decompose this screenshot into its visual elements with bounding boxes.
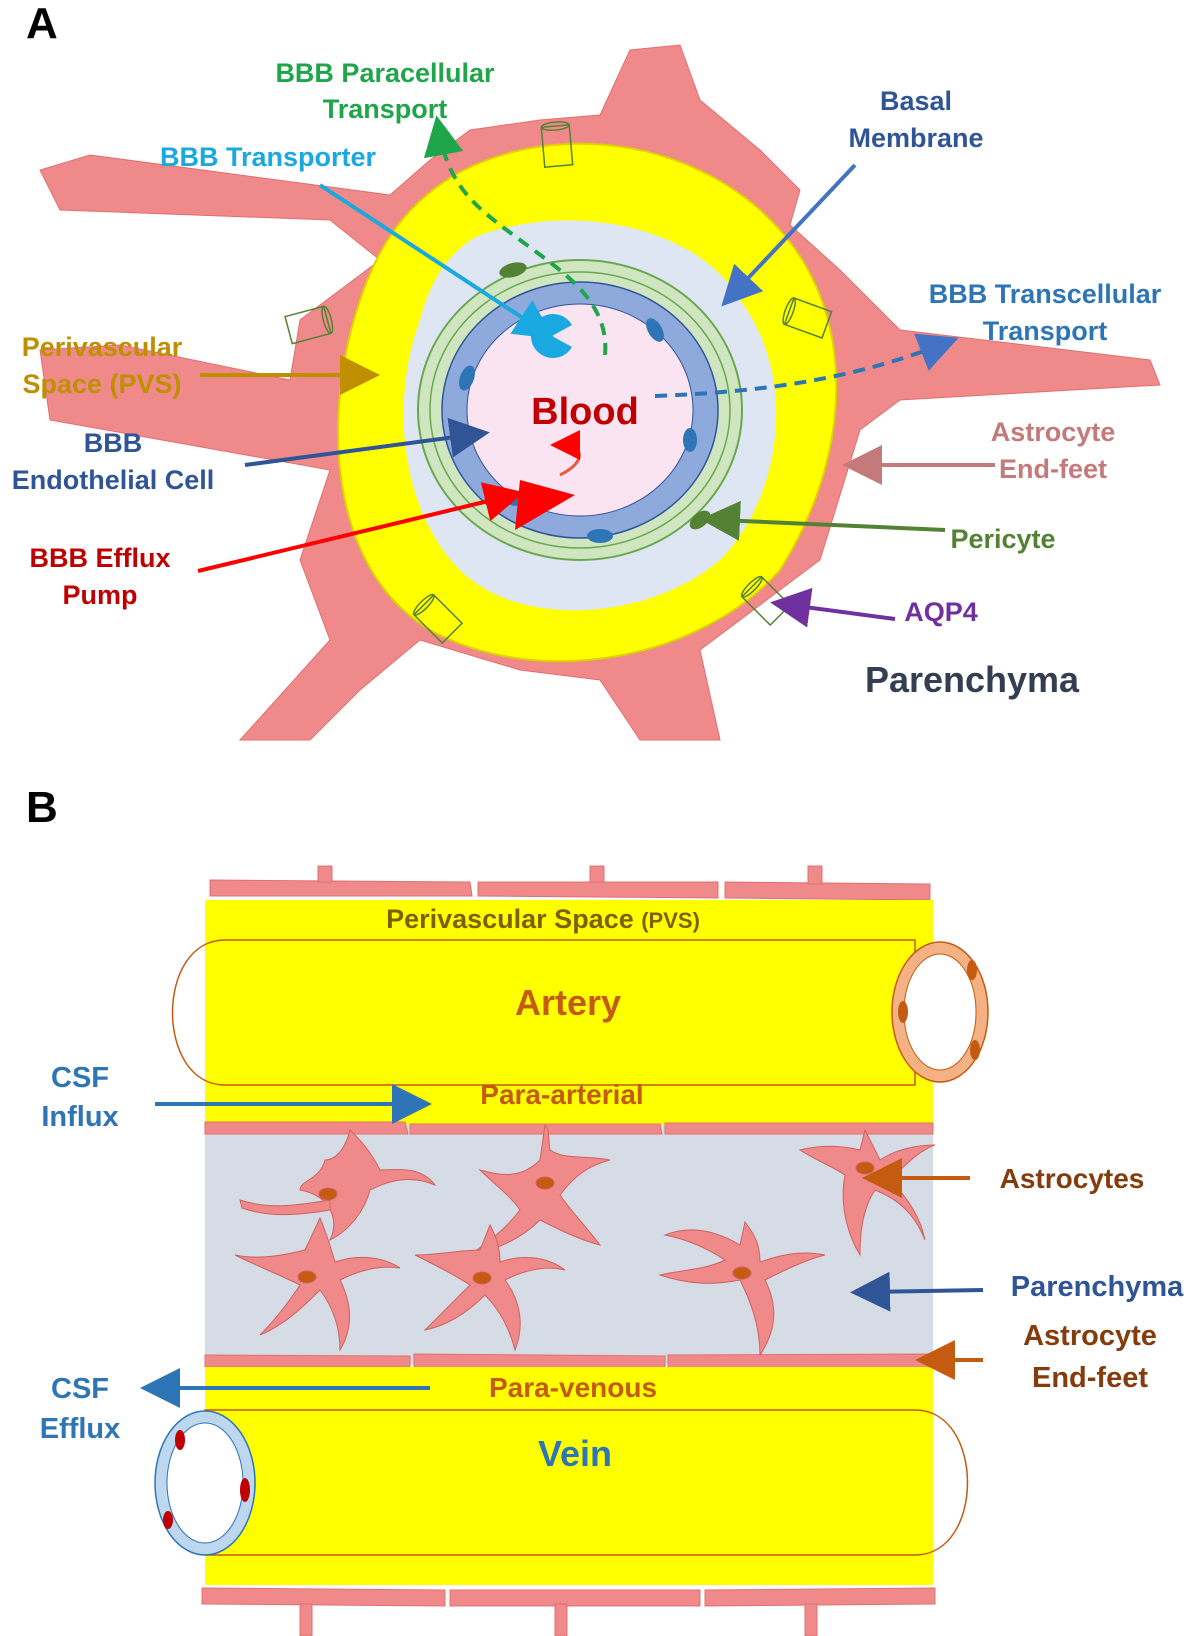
label-pvs-b: Perivascular Space (PVS) [386,904,700,934]
label-aqp4: AQP4 [904,597,978,627]
label-artery: Artery [515,982,621,1023]
panel-a: A [12,0,1162,741]
efflux-pump-cone-icon [515,480,575,530]
blood-lumen [466,303,694,517]
pvs-lower-band [205,1367,933,1585]
pvs-upper-band [205,900,933,1125]
label-astrocytes: Astrocytes [1000,1163,1145,1194]
label-transcellular-1: BBB Transcellular [929,279,1162,309]
label-pericyte: Pericyte [950,524,1055,554]
endothelial-arrow [244,417,490,467]
label-basal-2: Membrane [848,123,983,153]
label-csf-influx-1: CSF [51,1062,109,1094]
astrocyte-cell [234,1216,401,1352]
efflux-curl-arrow [550,430,581,477]
astrocyte-cell [414,1223,566,1352]
label-csf-efflux-2: Efflux [40,1413,121,1445]
aqp4-channel-icon [782,297,833,339]
pericyte-arrow [700,500,946,541]
label-astro-endfeet-2-b: End-feet [1032,1362,1148,1394]
label-pvs-2: Space (PVS) [22,369,181,399]
transcellular-arrow [654,333,959,398]
artery-cross-section [891,941,989,1083]
label-paracellular-1: BBB Paracellular [275,58,495,88]
label-parenchyma-a: Parenchyma [865,659,1080,700]
label-csf-efflux-1: CSF [51,1373,109,1405]
astrocyte-cell [658,1220,826,1357]
parenchyma-arrow-b [850,1271,984,1312]
label-endothelial-1: BBB [84,428,143,458]
transporter-arrow [318,183,555,339]
label-pvs-b-abbr: (PVS) [641,908,700,933]
label-basal-1: Basal [880,86,952,116]
vein-tube [204,1409,969,1556]
panel-a-letter: A [26,0,58,48]
aqp4-arrow [770,587,896,628]
label-astro-endfeet-1-a: Astrocyte [991,417,1116,447]
label-pvs-b-main: Perivascular Space [386,904,641,934]
label-para-venous: Para-venous [489,1372,657,1403]
mid-endfeet-b [204,1121,934,1369]
label-astro-endfeet-1-b: Astrocyte [1023,1320,1157,1352]
label-blood: Blood [531,391,639,433]
label-transcellular-2: Transport [983,316,1108,346]
label-efflux-1: BBB Efflux [30,543,171,573]
basal-membrane-arrow [721,163,857,307]
efflux-arrow [197,482,525,573]
astrocyte-cell [469,1123,611,1256]
label-pvs-1: Perivascular [22,332,183,362]
label-csf-influx-2: Influx [41,1101,118,1133]
aqp4-channel-icon [540,121,574,168]
label-parenchyma-b: Parenchyma [1011,1271,1184,1303]
astrocyte-cell [239,1129,437,1242]
label-endothelial-2: Endothelial Cell [12,465,215,495]
top-endfeet-b [209,865,931,901]
label-transporter: BBB Transporter [160,142,377,172]
label-para-arterial: Para-arterial [480,1079,643,1110]
paracellular-arrow [423,115,608,356]
panel-b: B [26,783,1184,1636]
label-paracellular-2: Transport [323,94,448,124]
artery-tube [171,939,916,1086]
vein-cross-section [154,1410,256,1556]
label-astro-endfeet-2-a: End-feet [999,454,1107,484]
bottom-endfeet-b [201,1587,936,1636]
panel-b-letter: B [26,783,58,832]
aqp4-channel-icon [412,593,464,645]
aqp4-channel-icon [284,305,334,345]
label-efflux-2: Pump [62,580,137,610]
label-vein: Vein [538,1433,612,1474]
